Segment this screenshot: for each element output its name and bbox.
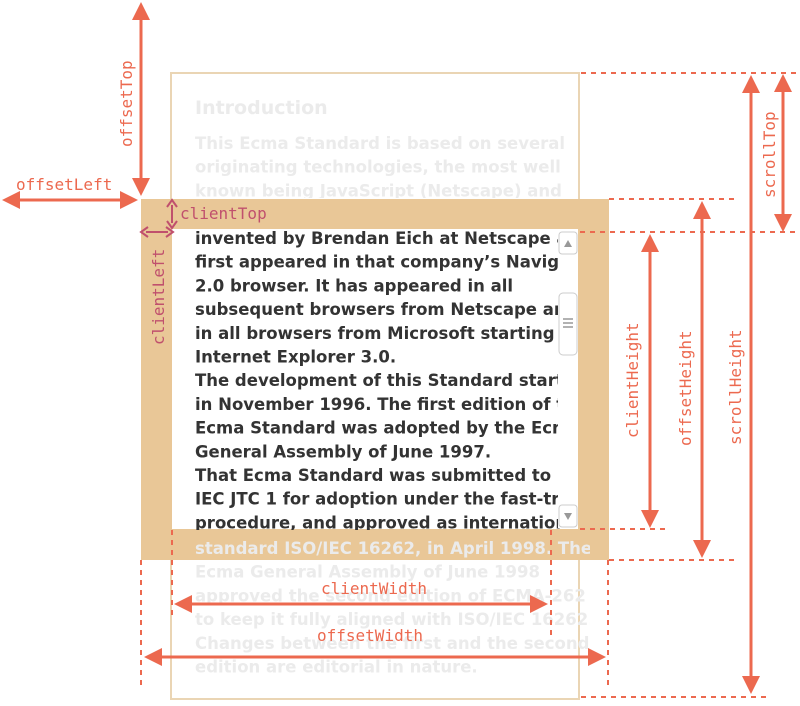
scrollbar[interactable] bbox=[558, 230, 578, 528]
labels: offsetTop offsetLeft clientTop clientLef… bbox=[16, 60, 779, 645]
document-line: first appeared in that company’s Navigat… bbox=[195, 253, 598, 272]
element-border bbox=[141, 199, 609, 560]
document-line: subsequent browsers from Netscape and bbox=[195, 300, 577, 319]
client-height-label: clientHeight bbox=[623, 322, 642, 438]
offset-height-arrow bbox=[693, 201, 711, 558]
client-height-arrow bbox=[641, 234, 659, 528]
offset-width-arrow bbox=[144, 648, 606, 666]
content-below-group: standard ISO/IEC 16262, in April 1998. T… bbox=[195, 539, 595, 677]
document-line: in November 1996. The first edition of t… bbox=[195, 395, 592, 414]
client-left-label: clientLeft bbox=[149, 249, 168, 345]
triangle-down-icon bbox=[564, 513, 572, 520]
content-above-group: Introduction This Ecma Standard is based… bbox=[195, 97, 565, 200]
scroll-top-label: scrollTop bbox=[760, 111, 779, 198]
arrows bbox=[2, 2, 792, 694]
document-line: General Assembly of June 1997. bbox=[195, 442, 491, 461]
document-line: That Ecma Standard was submitted to ISO/ bbox=[195, 466, 596, 485]
document-line: The development of this Standard started bbox=[195, 371, 587, 390]
document-line: Changes between the first and the second bbox=[195, 634, 589, 653]
offset-height-label: offsetHeight bbox=[676, 330, 695, 446]
offset-top-arrow bbox=[132, 2, 150, 196]
client-top-arrow bbox=[166, 198, 178, 230]
grip-lines-icon bbox=[563, 318, 573, 328]
scrollbar-thumb[interactable] bbox=[558, 292, 578, 356]
document-heading: Introduction bbox=[195, 97, 328, 119]
document-line: approved the second edition of ECMA-262 bbox=[195, 586, 586, 605]
client-inner-arrows bbox=[139, 198, 178, 238]
document-line: edition are editorial in nature. bbox=[195, 658, 478, 677]
scroll-height-label: scrollHeight bbox=[726, 329, 745, 445]
client-width-label: clientWidth bbox=[321, 579, 427, 598]
document-line: Ecma Standard was adopted by the Ecma bbox=[195, 419, 580, 438]
offset-width-label: offsetWidth bbox=[317, 626, 423, 645]
document-line: Ecma General Assembly of June 1998 bbox=[195, 563, 540, 582]
offset-left-label: offsetLeft bbox=[16, 175, 112, 194]
document-line: known being JavaScript (Netscape) and bbox=[195, 181, 562, 200]
document-line: This Ecma Standard is based on several bbox=[195, 134, 565, 153]
client-area: invented by Brendan Eich at Netscape and… bbox=[172, 229, 601, 532]
document-line: 2.0 browser. It has appeared in all bbox=[195, 276, 513, 295]
scroll-height-arrow bbox=[742, 75, 760, 694]
triangle-up-icon bbox=[564, 240, 572, 247]
guide-lines bbox=[140, 72, 800, 698]
scroll-top-arrow bbox=[774, 74, 792, 232]
client-width-arrow bbox=[174, 595, 548, 613]
document-line: in all browsers from Microsoft starting … bbox=[195, 324, 601, 343]
document-line: procedure, and approved as international bbox=[195, 513, 584, 532]
document-line: invented by Brendan Eich at Netscape and bbox=[195, 229, 591, 248]
document-line: to keep it fully aligned with ISO/IEC 16… bbox=[195, 610, 595, 629]
client-top-label: clientTop bbox=[180, 204, 267, 223]
document-line: Internet Explorer 3.0. bbox=[195, 348, 396, 367]
document-line: originating technologies, the most well bbox=[195, 158, 561, 177]
document-line: standard ISO/IEC 16262, in April 1998. T… bbox=[195, 539, 592, 558]
offset-top-label: offsetTop bbox=[117, 60, 136, 147]
client-left-arrow bbox=[139, 226, 175, 238]
offset-left-arrow bbox=[2, 191, 138, 209]
document-line: IEC JTC 1 for adoption under the fast-tr… bbox=[195, 490, 592, 509]
